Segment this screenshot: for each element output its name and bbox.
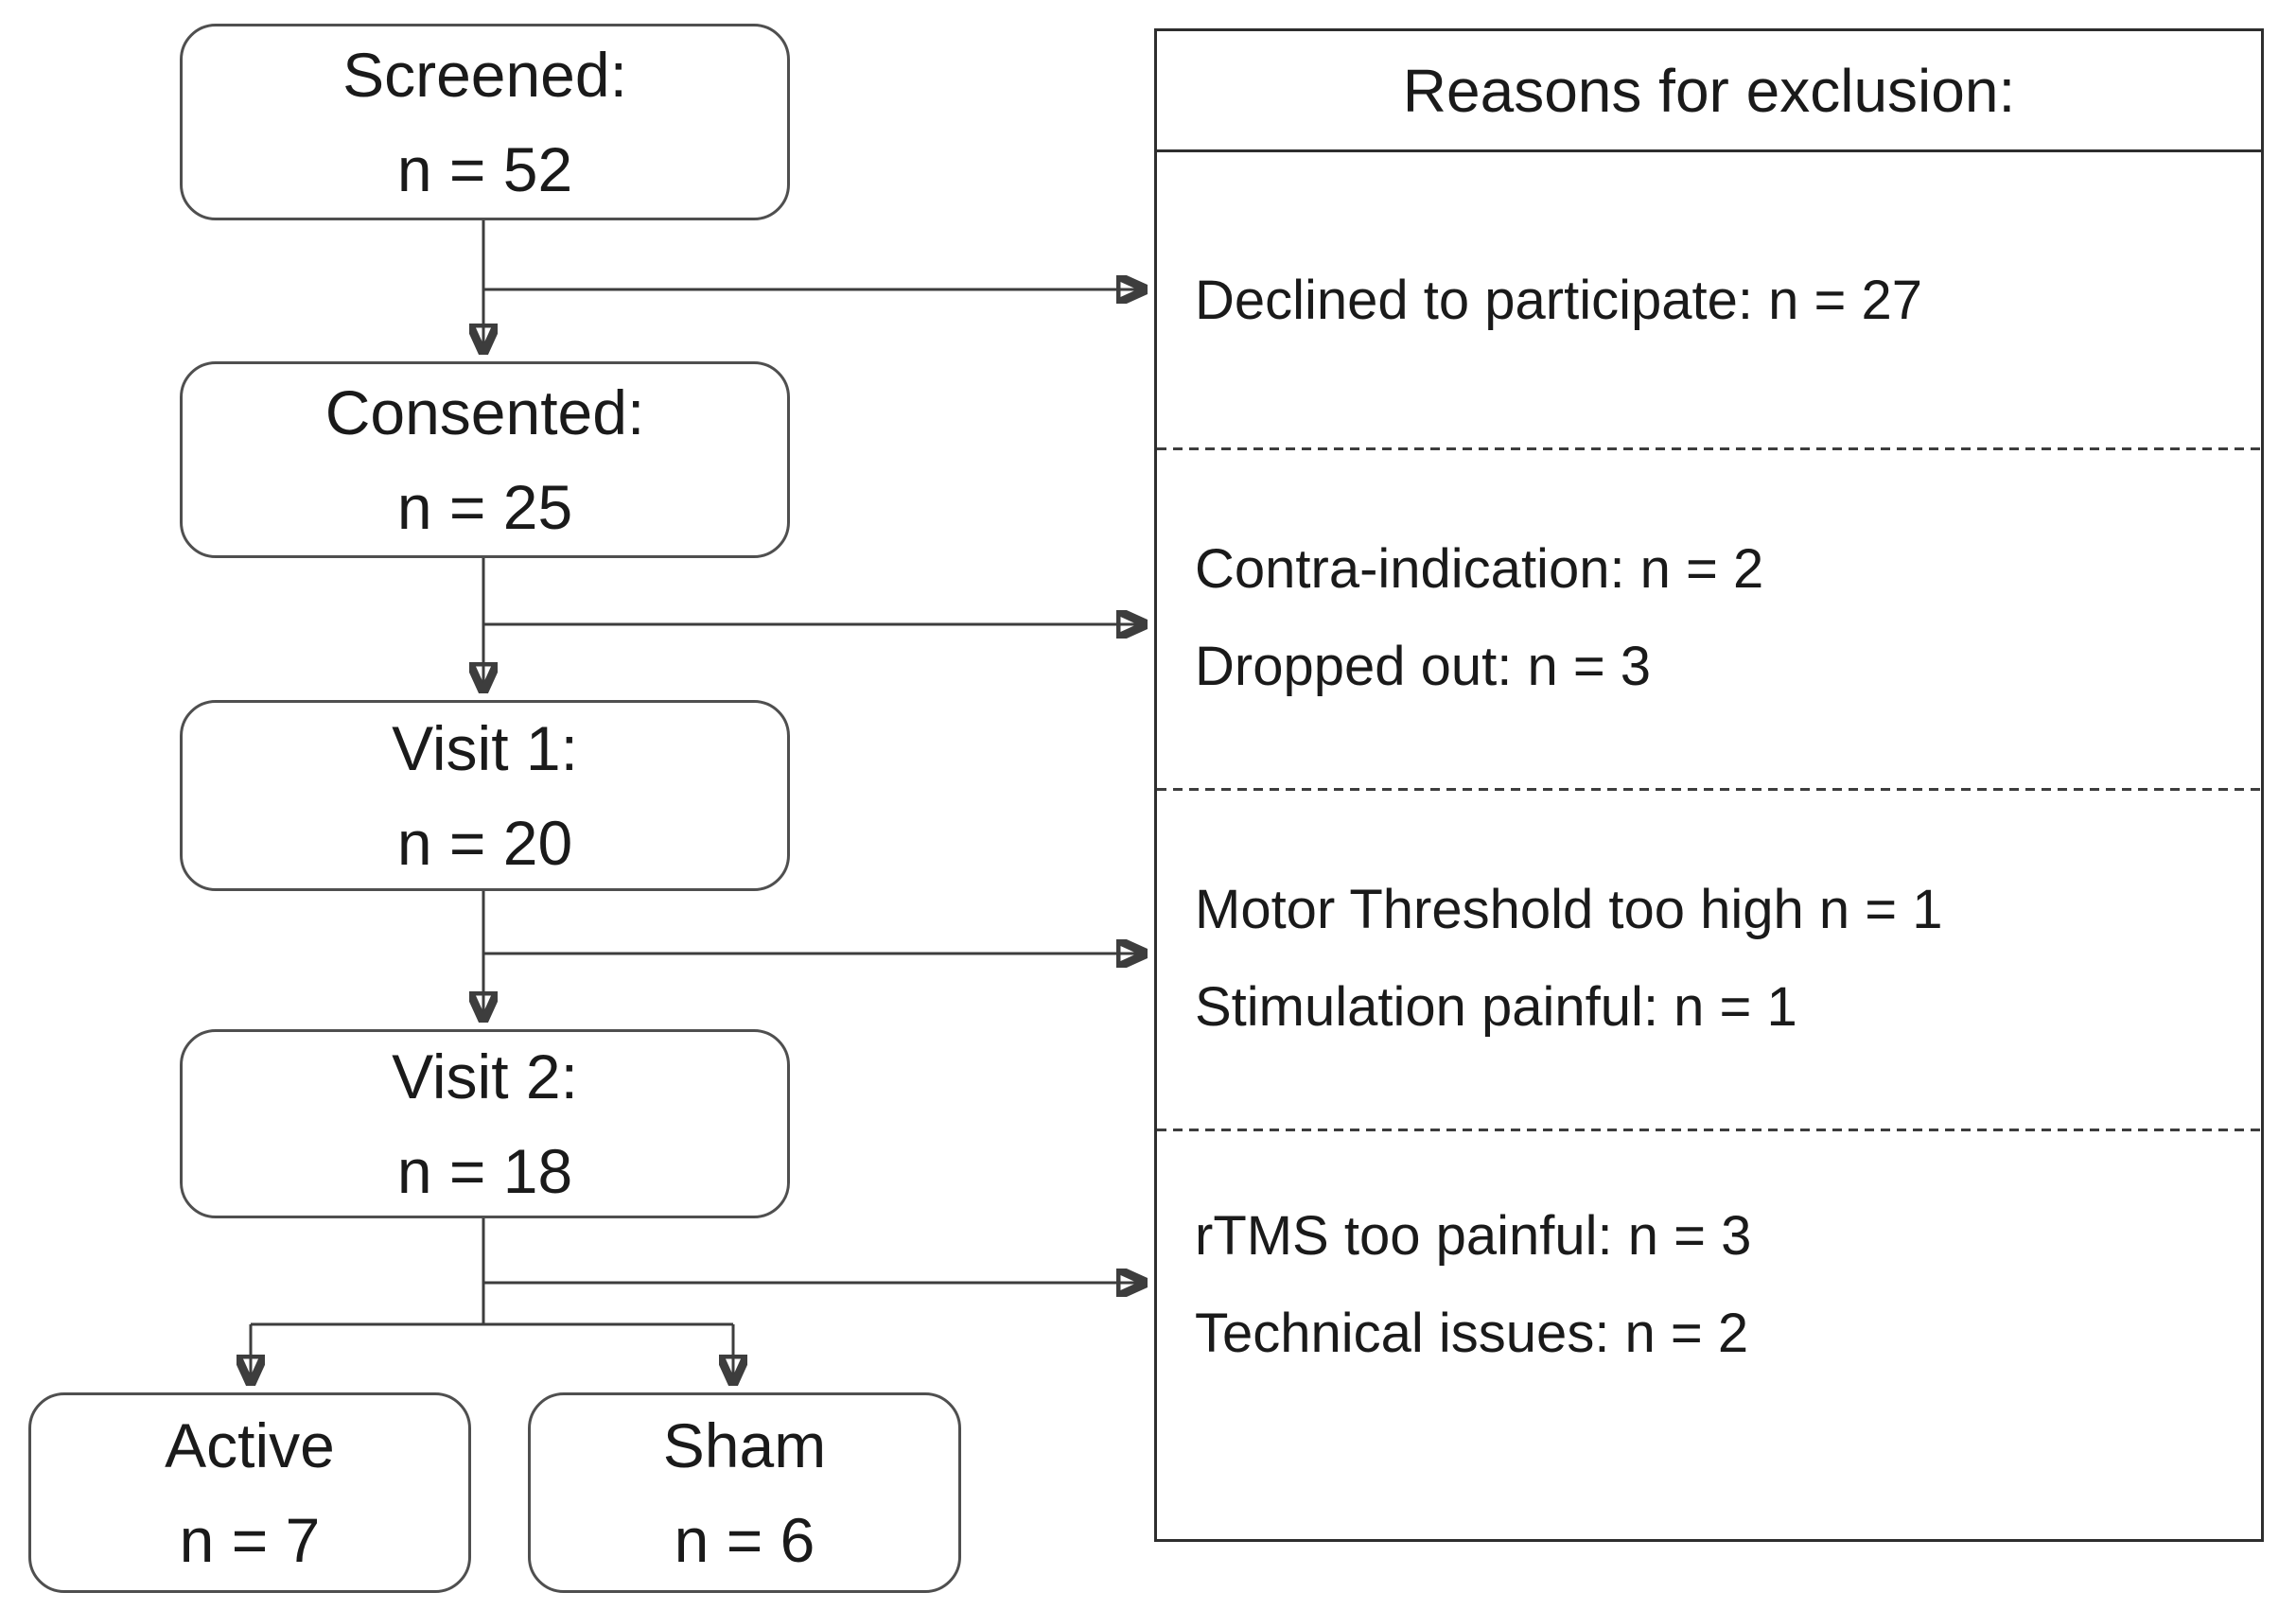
flow-box-count: n = 20 [396, 808, 573, 878]
flow-box-label: Consented: [324, 377, 645, 447]
flow-box-label: Active [165, 1410, 335, 1480]
exclusion-panel: Reasons for exclusion: Declined to parti… [1154, 28, 2264, 1542]
exclusion-line: Technical issues: n = 2 [1195, 1303, 1749, 1364]
exclusion-line: Motor Threshold too high n = 1 [1195, 879, 1943, 940]
exclusion-line: Declined to participate: n = 27 [1195, 269, 1922, 331]
flow-box-sham: Sham n = 6 [528, 1392, 961, 1593]
exclusion-line: Dropped out: n = 3 [1195, 636, 1652, 697]
exclusion-panel-title: Reasons for exclusion: [1157, 31, 2261, 152]
flow-box-consented: Consented: n = 25 [180, 361, 790, 558]
flow-box-visit1: Visit 1: n = 20 [180, 700, 790, 891]
flow-box-count: n = 52 [396, 134, 573, 204]
exclusion-line: rTMS too painful: n = 3 [1195, 1205, 1752, 1267]
exclusion-section-rtms: rTMS too painful: n = 3 Technical issues… [1157, 1129, 2261, 1545]
flow-box-label: Sham [662, 1410, 827, 1480]
flow-box-count: n = 18 [396, 1136, 573, 1206]
exclusion-section-declined: Declined to participate: n = 27 [1157, 152, 2261, 447]
dashed-divider [1157, 788, 2261, 791]
flow-box-count: n = 6 [674, 1505, 815, 1575]
flow-box-count: n = 25 [396, 472, 573, 542]
flow-box-visit2: Visit 2: n = 18 [180, 1029, 790, 1218]
flow-box-active: Active n = 7 [28, 1392, 471, 1593]
exclusion-section-contraindication: Contra-indication: n = 2 Dropped out: n … [1157, 447, 2261, 788]
dashed-divider [1157, 1129, 2261, 1131]
dashed-divider [1157, 447, 2261, 450]
flow-box-label: Visit 2: [392, 1041, 578, 1111]
exclusion-line: Contra-indication: n = 2 [1195, 538, 1764, 600]
exclusion-line: Stimulation painful: n = 1 [1195, 976, 1797, 1038]
flow-box-screened: Screened: n = 52 [180, 24, 790, 220]
flow-box-label: Screened: [342, 40, 627, 110]
flow-box-count: n = 7 [179, 1505, 321, 1575]
exclusion-section-motor-threshold: Motor Threshold too high n = 1 Stimulati… [1157, 788, 2261, 1129]
flow-box-label: Visit 1: [392, 713, 578, 783]
